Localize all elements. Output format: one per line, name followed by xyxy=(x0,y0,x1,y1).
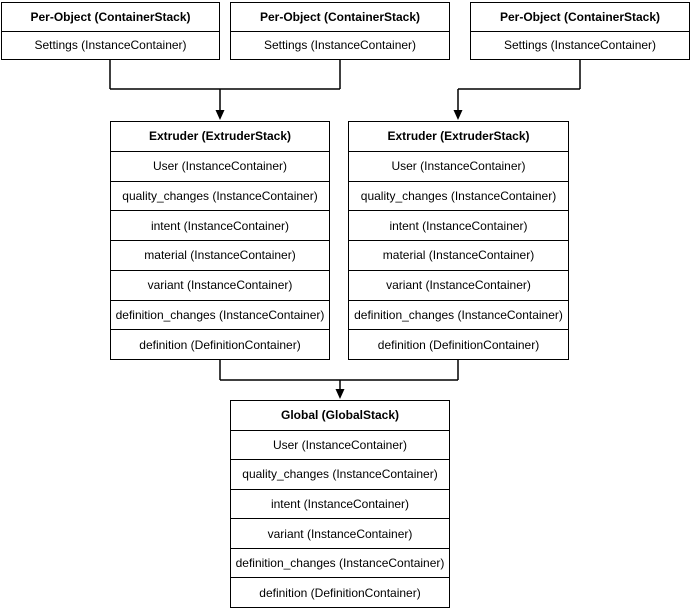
node-title: Per-Object (ContainerStack) xyxy=(499,9,661,24)
stack-row: quality_changes (InstanceContainer) xyxy=(231,459,449,489)
stack-row: definition_changes (InstanceContainer) xyxy=(349,299,568,330)
node-extruder-2: Extruder (ExtruderStack) User (InstanceC… xyxy=(348,121,569,360)
stack-row: intent (InstanceContainer) xyxy=(111,210,329,240)
stack-row: definition_changes (InstanceContainer) xyxy=(111,299,329,330)
stack-row: definition (DefinitionContainer) xyxy=(231,577,449,607)
node-extruder-1: Extruder (ExtruderStack) User (InstanceC… xyxy=(110,121,330,360)
node-per-object-3: Per-Object (ContainerStack) Settings (In… xyxy=(470,2,690,60)
stack-row: User (InstanceContainer) xyxy=(349,150,568,181)
stack-row: intent (InstanceContainer) xyxy=(231,488,449,519)
stack-row: definition (DefinitionContainer) xyxy=(349,329,568,359)
node-title: Extruder (ExtruderStack) xyxy=(387,129,530,144)
stack-row: material (InstanceContainer) xyxy=(349,240,568,270)
stack-row: variant (InstanceContainer) xyxy=(231,518,449,548)
edge-extruders-to-global xyxy=(219,360,459,391)
arrowhead-global xyxy=(335,389,345,399)
stack-row: Settings (InstanceContainer) xyxy=(471,30,689,60)
node-title: Per-Object (ContainerStack) xyxy=(259,9,421,24)
node-title: Extruder (ExtruderStack) xyxy=(148,129,292,144)
stack-row: Settings (InstanceContainer) xyxy=(231,30,449,60)
stack-row: definition (DefinitionContainer) xyxy=(111,329,329,359)
node-per-object-2: Per-Object (ContainerStack) Settings (In… xyxy=(230,2,450,60)
stack-row: Settings (InstanceContainer) xyxy=(2,30,219,60)
arrowhead-extruder-1 xyxy=(215,110,225,120)
stack-row: definition_changes (InstanceContainer) xyxy=(231,547,449,578)
stack-row: intent (InstanceContainer) xyxy=(349,210,568,240)
node-per-object-1: Per-Object (ContainerStack) Settings (In… xyxy=(1,2,220,60)
stack-row: material (InstanceContainer) xyxy=(111,240,329,270)
stack-row: User (InstanceContainer) xyxy=(231,429,449,460)
stack-row: quality_changes (InstanceContainer) xyxy=(349,180,568,211)
node-title: Per-Object (ContainerStack) xyxy=(30,9,191,24)
node-title: Global (GlobalStack) xyxy=(280,408,400,423)
edge-per-object-3-to-extruder-2 xyxy=(457,60,581,112)
stack-row: User (InstanceContainer) xyxy=(111,150,329,181)
stack-row: variant (InstanceContainer) xyxy=(111,269,329,300)
edge-per-objects-to-extruder-1 xyxy=(109,60,341,112)
node-global: Global (GlobalStack) User (InstanceConta… xyxy=(230,400,450,608)
arrowhead-extruder-2 xyxy=(453,110,463,120)
stack-row: variant (InstanceContainer) xyxy=(349,269,568,300)
stack-row: quality_changes (InstanceContainer) xyxy=(111,180,329,211)
